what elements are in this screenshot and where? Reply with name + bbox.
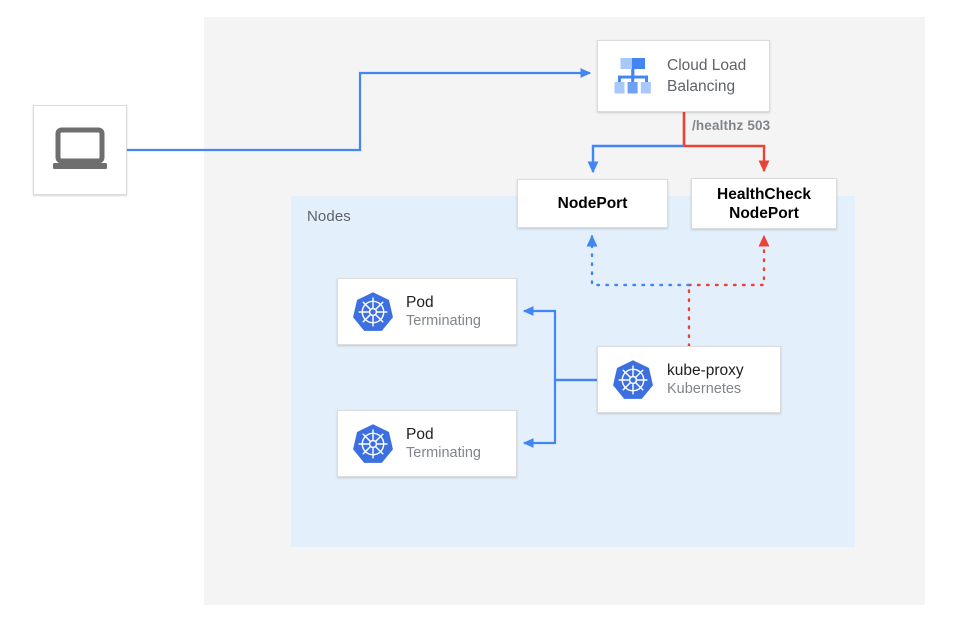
healthcheck-nodeport-label: HealthCheck NodePort bbox=[717, 185, 811, 223]
pod-node-1[interactable]: Pod Terminating bbox=[337, 278, 517, 345]
kube-proxy-subtitle: Kubernetes bbox=[667, 380, 742, 397]
pod-node-2[interactable]: Pod Terminating bbox=[337, 410, 517, 477]
pod-node-1-status: Terminating bbox=[406, 312, 481, 329]
laptop-icon bbox=[53, 127, 107, 169]
kube-proxy-node[interactable]: kube-proxy Kubernetes bbox=[597, 346, 781, 413]
pod-node-2-text: Pod Terminating bbox=[406, 425, 481, 463]
cloud-load-balancing-title: Cloud Load Balancing bbox=[667, 55, 746, 97]
pod-node-2-status: Terminating bbox=[406, 444, 481, 461]
healthz-status-label: /healthz 503 bbox=[692, 118, 771, 133]
cloud-load-balancing-node[interactable]: Cloud Load Balancing bbox=[597, 40, 770, 112]
healthcheck-nodeport-label-line2: NodePort bbox=[729, 204, 799, 222]
pod-node-1-text: Pod Terminating bbox=[406, 293, 481, 331]
healthcheck-nodeport-label-line1: HealthCheck bbox=[717, 185, 811, 203]
pod-node-2-title: Pod bbox=[406, 425, 434, 443]
kubernetes-icon bbox=[353, 423, 393, 463]
client-node[interactable] bbox=[33, 105, 127, 195]
healthcheck-nodeport-node[interactable]: HealthCheck NodePort bbox=[691, 178, 837, 229]
nodes-region-label: Nodes bbox=[307, 208, 351, 225]
kubernetes-icon bbox=[353, 291, 393, 331]
kube-proxy-title: kube-proxy bbox=[667, 361, 744, 379]
nodeport-label: NodePort bbox=[557, 195, 628, 212]
cloud-load-balancing-title-line2: Balancing bbox=[667, 78, 736, 95]
kubernetes-icon bbox=[613, 359, 653, 399]
nodeport-node[interactable]: NodePort bbox=[517, 179, 668, 228]
kube-proxy-text: kube-proxy Kubernetes bbox=[667, 361, 744, 399]
cloud-load-balancing-title-line1: Cloud Load bbox=[667, 57, 747, 74]
cloud-load-balancing-icon bbox=[614, 58, 651, 94]
pod-node-1-title: Pod bbox=[406, 293, 434, 311]
